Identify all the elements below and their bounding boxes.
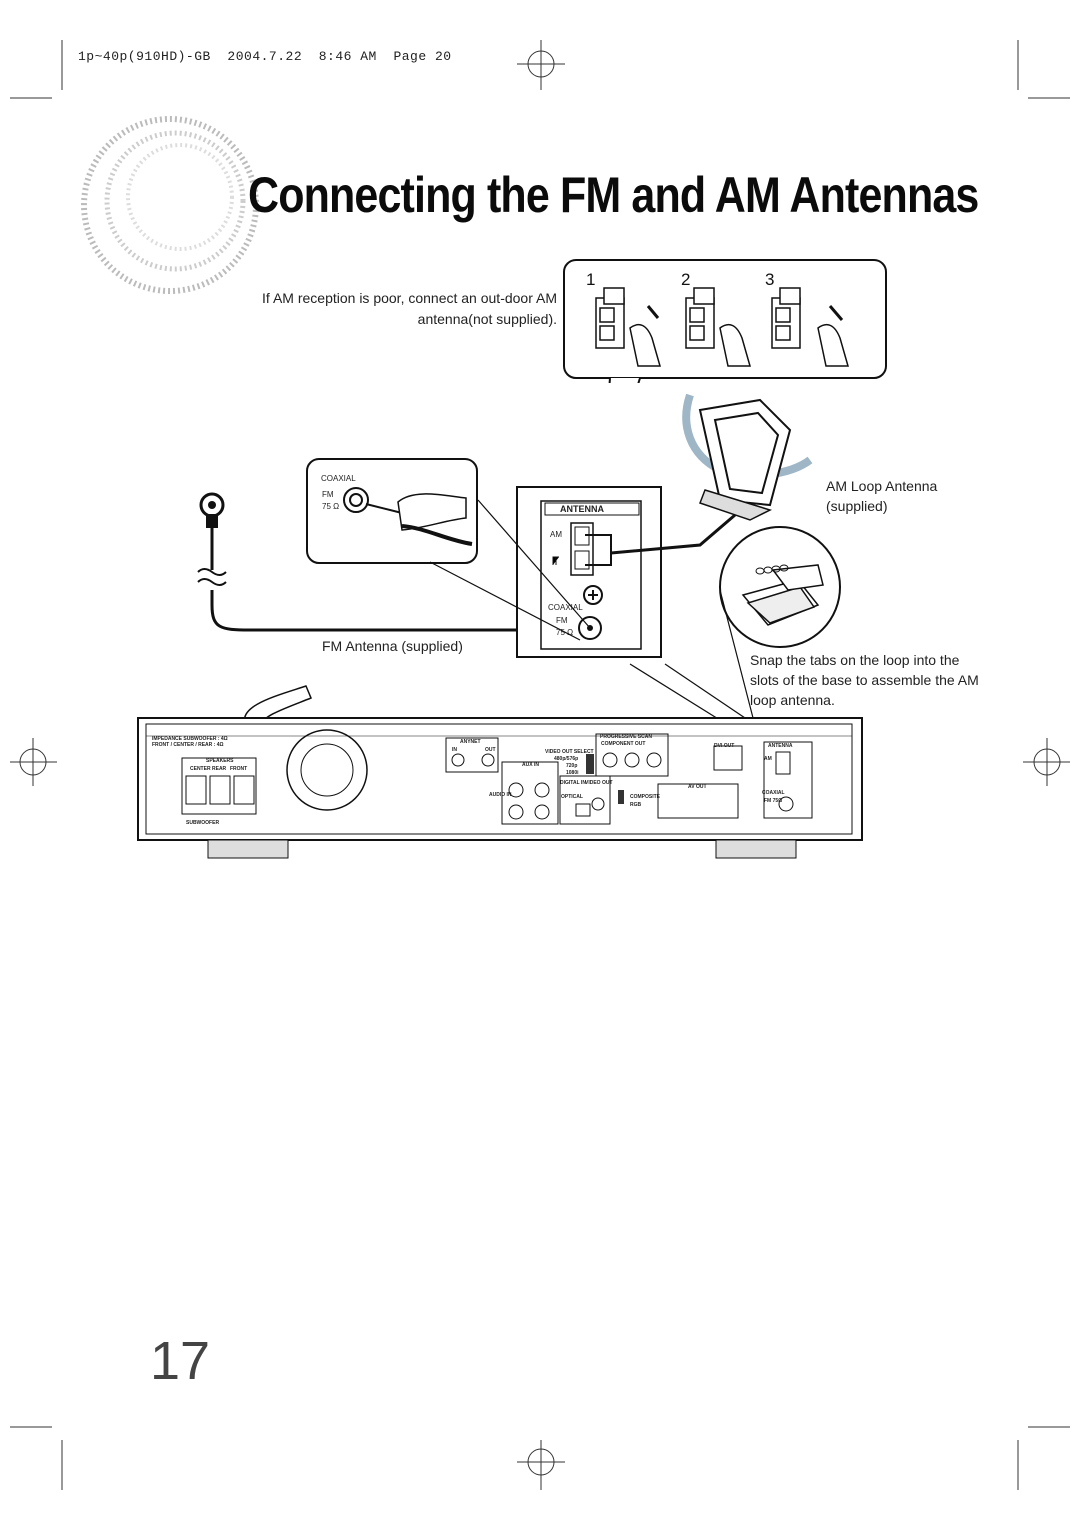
print-header-line: 1p~40p(910HD)-GB 2004.7.22 8:46 AM Page … <box>78 49 452 64</box>
page-number: 17 <box>150 1331 211 1391</box>
step-number-3: 3 <box>765 270 775 289</box>
rear-optical: OPTICAL <box>561 794 583 800</box>
rear-rgb: RGB <box>630 802 642 808</box>
rear-impedance-2: FRONT / CENTER / REAR : 4Ω <box>152 742 224 748</box>
steps-callout <box>563 259 887 383</box>
rear-aux-in: AUX IN <box>522 762 539 768</box>
rear-video-out-select: VIDEO OUT SELECT <box>545 749 594 755</box>
rear-speakers: SPEAKERS <box>206 758 234 764</box>
rear-out: OUT <box>485 747 496 753</box>
rear-anynet: ANYNET <box>460 739 481 745</box>
rear-720: 720p <box>566 763 578 769</box>
rear-impedance: IMPEDANCE SUBWOOFER : 4Ω <box>152 736 228 742</box>
snap-instruction: Snap the tabs on the loop into the slots… <box>750 652 979 708</box>
intro-text: If AM reception is poor, connect an out-… <box>262 290 557 327</box>
fm-detail-ohm: 75 Ω <box>322 502 340 511</box>
step-number-1: 1 <box>586 270 596 289</box>
antenna-panel-fm: FM <box>556 616 568 625</box>
antenna-panel-title: ANTENNA <box>560 504 604 514</box>
am-loop-antenna-illustration <box>682 393 813 521</box>
rear-in: IN <box>452 747 457 753</box>
rear-480: 480p/576p <box>554 756 579 762</box>
fm-antenna-wire <box>197 492 585 632</box>
rear-av-out: AV OUT <box>688 784 707 790</box>
antenna-panel-coaxial: COAXIAL <box>548 603 583 612</box>
rear-progressive: PROGRESSIVE SCAN <box>600 734 652 740</box>
rear-coaxial: COAXIAL <box>762 790 785 796</box>
fm-detail-coaxial: COAXIAL <box>321 474 356 483</box>
rear-dvi-out: DVI OUT <box>714 743 735 749</box>
rear-subwoofer: SUBWOOFER <box>186 820 220 826</box>
antenna-panel-am: AM <box>550 530 562 539</box>
rear-composite: COMPOSITE <box>630 794 661 800</box>
rear-component-out: COMPONENT OUT <box>601 741 646 747</box>
fm-antenna-label: FM Antenna (supplied) <box>322 638 463 654</box>
rear-front: FRONT <box>230 766 248 772</box>
fm-connector-detail <box>306 458 478 564</box>
rear-1080: 1080i <box>566 770 579 776</box>
rear-digital-in: DIGITAL IN <box>560 780 586 786</box>
page-title: Connecting the FM and AM Antennas <box>248 167 979 223</box>
fm-detail-fm: FM <box>322 490 334 499</box>
step-number-2: 2 <box>681 270 691 289</box>
rear-rear: REAR <box>212 766 227 772</box>
rear-video-out: VIDEO OUT <box>585 780 613 786</box>
rear-antenna: ANTENNA <box>768 743 793 749</box>
rear-audio-in: AUDIO IN <box>489 792 512 798</box>
binary-circle-decoration <box>81 116 259 294</box>
unit-rear-panel <box>137 685 863 859</box>
am-base-detail <box>719 526 841 648</box>
rear-fm: FM 75Ω <box>764 798 783 804</box>
rear-center: CENTER <box>190 766 211 772</box>
am-loop-label: AM Loop Antenna (supplied) <box>826 478 938 514</box>
rear-am: AM <box>764 756 772 762</box>
